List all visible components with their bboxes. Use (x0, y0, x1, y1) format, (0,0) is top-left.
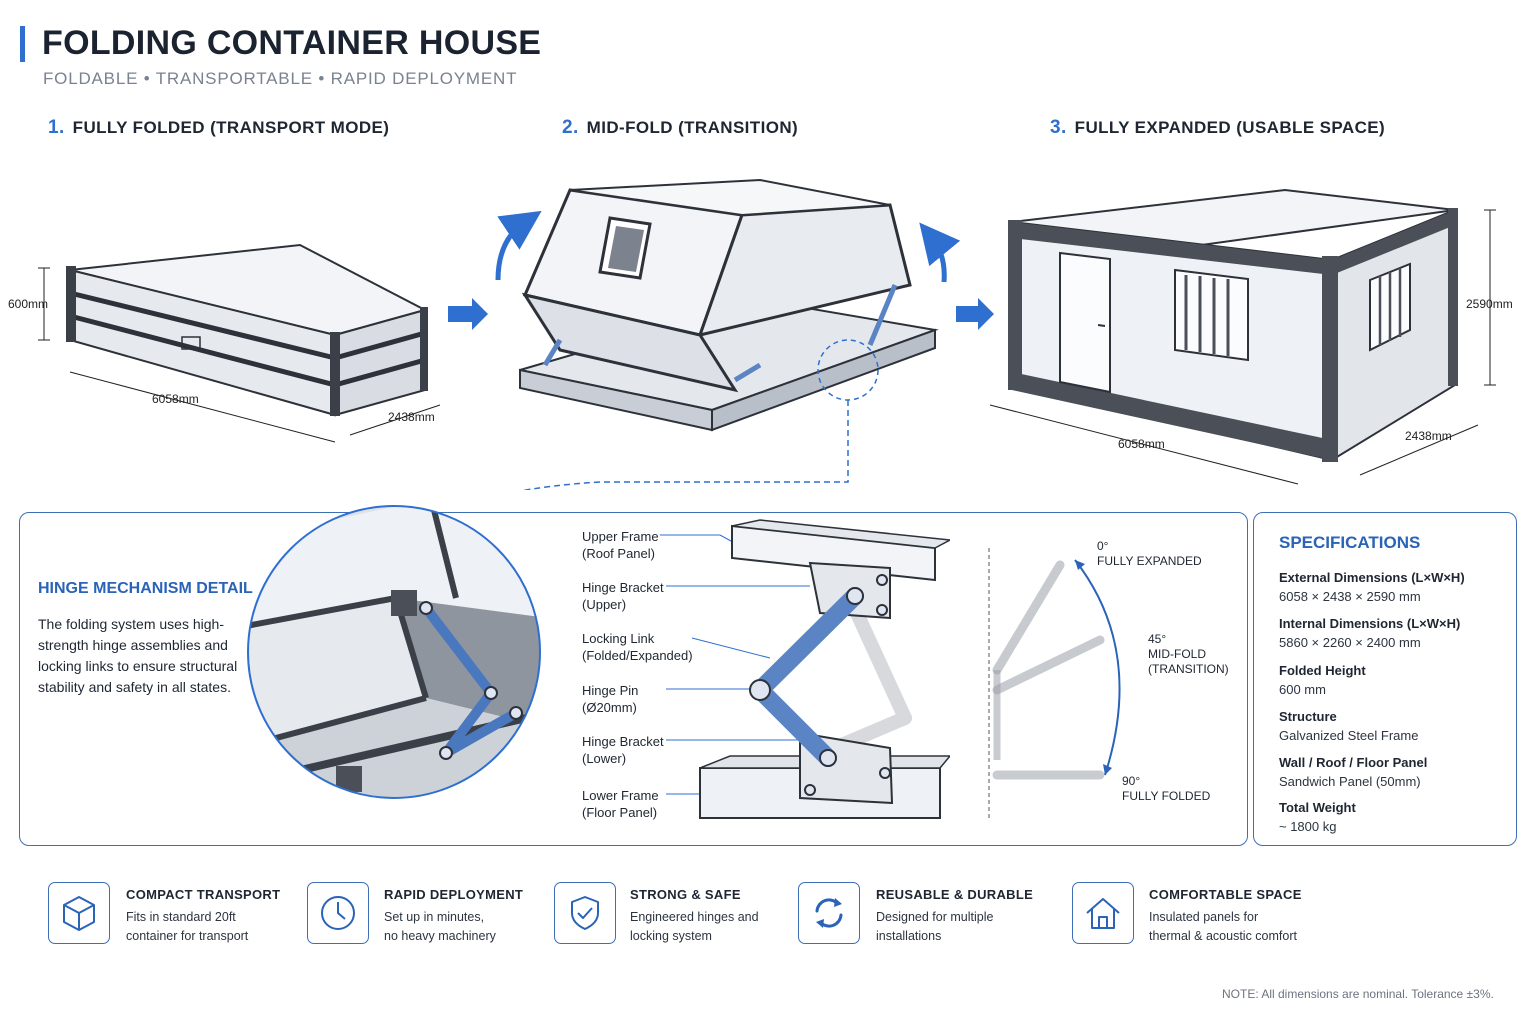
spec-total-weight: Total Weight~ 1800 kg (1279, 800, 1356, 834)
expanded-width-label: 2438mm (1405, 429, 1452, 443)
callout-hinge-pin: Hinge Pin(Ø20mm) (582, 683, 639, 715)
fold-motion-arrow-right (919, 222, 961, 283)
tolerance-note: NOTE: All dimensions are nominal. Tolera… (1222, 987, 1494, 1001)
midfold-container-drawing (519, 178, 939, 432)
folded-width-label: 2438mm (388, 410, 435, 424)
fold-angle-diagram (988, 548, 1121, 818)
specifications-title: SPECIFICATIONS (1279, 533, 1421, 552)
callout-hinge-bracket-lower: Hinge Bracket(Lower) (582, 734, 664, 766)
stage-heading-folded: 1.FULLY FOLDED (TRANSPORT MODE) (48, 117, 390, 138)
folded-length-label: 6058mm (152, 392, 199, 406)
house-icon (1072, 882, 1134, 944)
hinge-magnified-view (247, 505, 541, 799)
detail-connector-line (521, 400, 849, 490)
feature-title-reusable: REUSABLE & DURABLE (876, 887, 1034, 902)
spec-external-dimensions: External Dimensions (L×W×H)6058 × 2438 ×… (1279, 570, 1465, 604)
stage-heading-midfold: 2.MID-FOLD (TRANSITION) (562, 117, 799, 138)
clock-icon (307, 882, 369, 944)
hinge-description: The folding system uses high-strength hi… (38, 616, 238, 695)
callout-lower-frame: Lower Frame(Floor Panel) (582, 788, 659, 820)
page-subtitle: FOLDABLE • TRANSPORTABLE • RAPID DEPLOYM… (43, 69, 518, 88)
expanded-height-label: 2590mm (1466, 297, 1513, 311)
fold-motion-arrow-left (495, 210, 542, 281)
page-title: FOLDING CONTAINER HOUSE (42, 24, 542, 62)
feature-desc-rapid: Set up in minutes,no heavy machinery (384, 910, 496, 943)
container-stages-illustration (38, 178, 1496, 490)
shield-check-icon (554, 882, 616, 944)
stage-arrow-1 (448, 298, 488, 330)
angle-label-expanded: 0°FULLY EXPANDED (1097, 539, 1202, 568)
callout-upper-frame: Upper Frame(Roof Panel) (582, 529, 659, 561)
stage-arrow-2 (956, 298, 994, 330)
feature-title-strong: STRONG & SAFE (630, 887, 741, 902)
folded-height-label: 600mm (8, 297, 49, 311)
cube-icon (48, 882, 110, 944)
stage-heading-expanded: 3.FULLY EXPANDED (USABLE SPACE) (1050, 117, 1386, 138)
angle-label-folded: 90°FULLY FOLDED (1122, 774, 1211, 803)
title-accent-bar (20, 26, 25, 62)
recycle-icon (798, 882, 860, 944)
callout-locking-link: Locking Link(Folded/Expanded) (582, 631, 693, 663)
specifications-panel (1253, 512, 1517, 846)
feature-title-rapid: RAPID DEPLOYMENT (384, 887, 524, 902)
hinge-section-title: HINGE MECHANISM DETAIL (38, 580, 253, 597)
folded-container-drawing (66, 243, 428, 417)
hinge-detail-panel (19, 512, 1248, 846)
feature-title-compact: COMPACT TRANSPORT (126, 887, 281, 902)
expanded-container-drawing (1008, 188, 1458, 462)
callout-hinge-bracket-upper: Hinge Bracket(Upper) (582, 580, 664, 612)
feature-title-comfortable: COMFORTABLE SPACE (1149, 887, 1302, 902)
expanded-length-label: 6058mm (1118, 437, 1165, 451)
hinge-mechanism-drawing (660, 519, 950, 819)
spec-internal-dimensions: Internal Dimensions (L×W×H)5860 × 2260 ×… (1279, 616, 1461, 650)
angle-label-midfold: 45°MID-FOLD(TRANSITION) (1148, 632, 1229, 676)
